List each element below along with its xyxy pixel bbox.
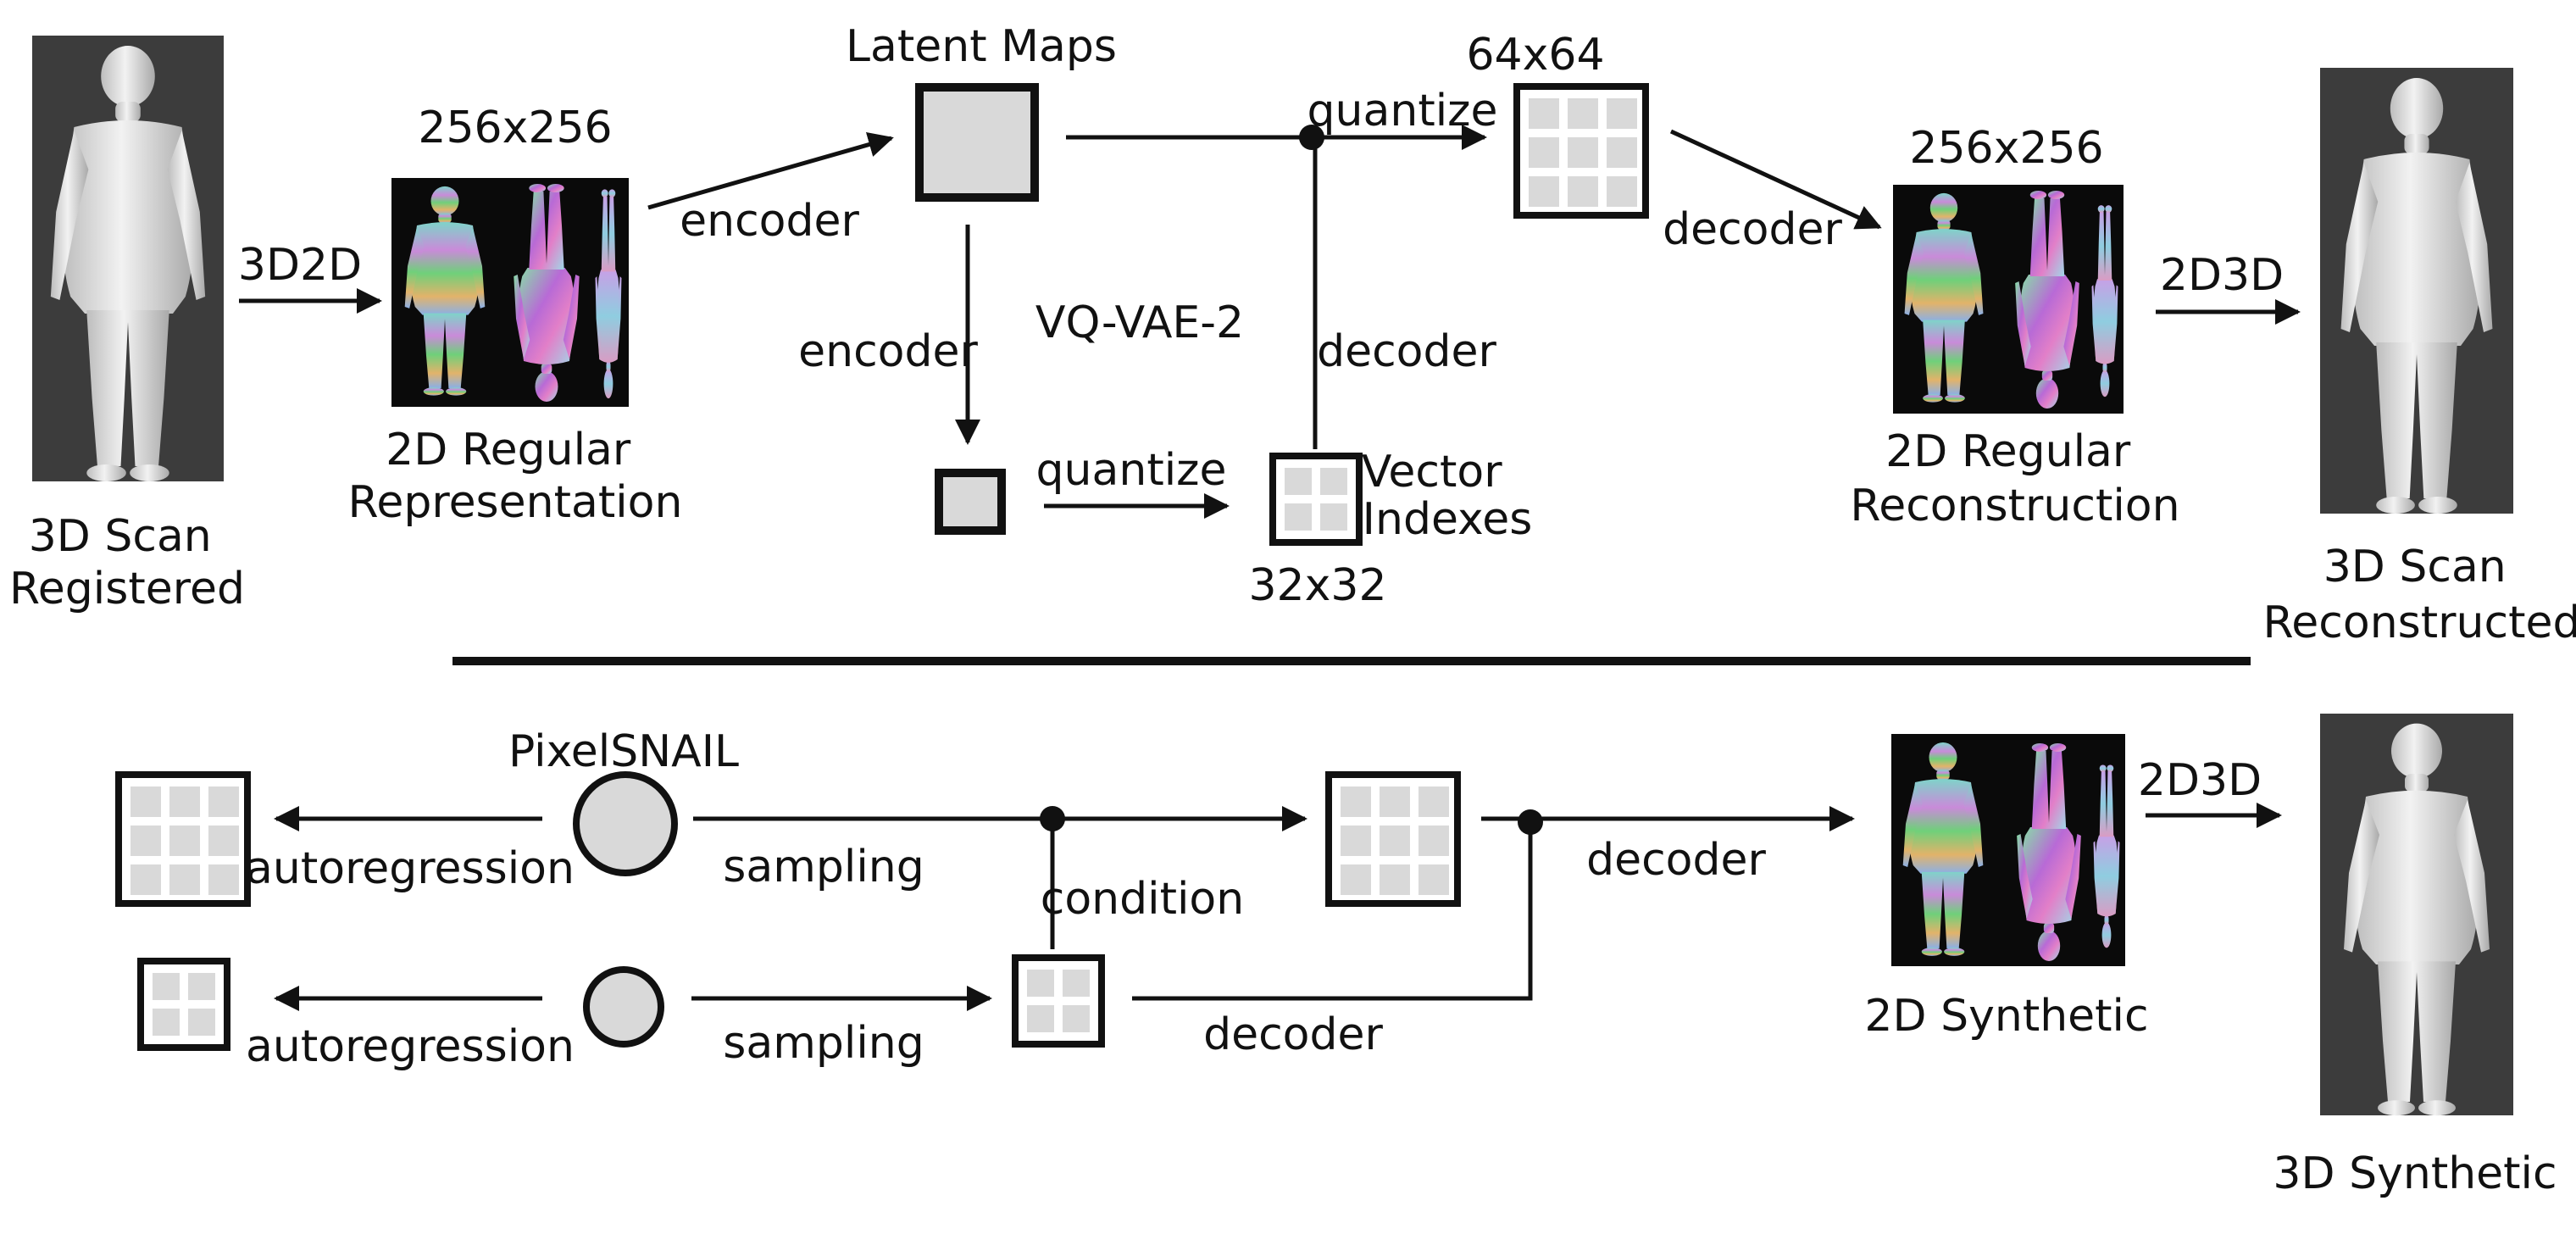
regular-representation-label: 2D Regular Representation bbox=[348, 425, 683, 528]
sampled-grid-large bbox=[1325, 771, 1461, 907]
sampled-grid-small bbox=[1012, 954, 1105, 1048]
regular-representation-line2: Representation bbox=[348, 477, 683, 528]
quantize-top-junction bbox=[1299, 125, 1324, 150]
step-2d3d-top-label: 2D3D bbox=[2160, 250, 2284, 301]
condition-label: condition bbox=[1041, 874, 1244, 925]
vector-indexes-line2: Indexes bbox=[1363, 494, 1533, 545]
generated-grid-large bbox=[115, 771, 251, 907]
regular-reconstruction-label: 2D Regular Reconstruction bbox=[1850, 426, 2179, 531]
step-2d3d-bottom-label: 2D3D bbox=[2138, 755, 2262, 806]
pixelsnail-top-prior bbox=[573, 771, 678, 876]
autoregression-top-label: autoregression bbox=[246, 843, 575, 894]
decoder-mid-label: decoder bbox=[1586, 835, 1766, 886]
scan-registered-line2: Registered bbox=[9, 564, 245, 614]
latent-map-top-box bbox=[915, 83, 1039, 202]
latent-maps-label: Latent Maps bbox=[846, 21, 1117, 72]
vector-index-grid-large bbox=[1513, 83, 1649, 219]
quantize-top-label: quantize bbox=[1307, 86, 1498, 136]
decoder-right-label: decoder bbox=[1663, 204, 1842, 255]
scan-reconstructed-line2: Reconstructed bbox=[2263, 598, 2576, 648]
encoder-down-label: encoder bbox=[798, 326, 978, 377]
scan-reconstructed-label: 3D Scan Reconstructed bbox=[2263, 542, 2576, 648]
decoder-bottom-label: decoder bbox=[1203, 1009, 1383, 1060]
step-3d2d-label: 3D2D bbox=[238, 240, 362, 291]
scan-registered-image bbox=[32, 36, 224, 481]
scan-reconstructed-line1: 3D Scan bbox=[2323, 542, 2507, 592]
vector-index-grid-small bbox=[1269, 453, 1363, 546]
arrow-decoder-right bbox=[1669, 129, 1882, 230]
arrow-encoder-top bbox=[647, 131, 894, 210]
vqvae-label: VQ-VAE-2 bbox=[1035, 297, 1244, 348]
size-256-right-label: 256x256 bbox=[1909, 123, 2103, 174]
autoregression-bottom-label: autoregression bbox=[246, 1021, 575, 1072]
size-256-left-label: 256x256 bbox=[418, 103, 612, 153]
sampling-top-label: sampling bbox=[723, 842, 924, 892]
decoder-up-label: decoder bbox=[1317, 326, 1496, 377]
scan-reconstructed-image bbox=[2320, 68, 2513, 514]
synthetic-2d-image bbox=[1891, 734, 2125, 966]
pixelsnail-label: PixelSNAIL bbox=[508, 726, 739, 777]
generated-grid-small bbox=[137, 958, 230, 1051]
scan-registered-label: 3D Scan Registered bbox=[9, 511, 245, 614]
vector-indexes-line1: Vector bbox=[1362, 447, 1502, 497]
regular-reconstruction-line2: Reconstruction bbox=[1850, 481, 2179, 531]
synthetic-2d-label: 2D Synthetic bbox=[1864, 991, 2148, 1042]
regular-representation-line1: 2D Regular bbox=[386, 425, 631, 475]
sampling-bottom-label: sampling bbox=[723, 1018, 924, 1069]
pixelsnail-bottom-prior bbox=[583, 966, 664, 1048]
size-32-label: 32x32 bbox=[1248, 560, 1386, 611]
vector-indexes-label: Vector Indexes bbox=[1362, 447, 1532, 545]
synthetic-3d-image bbox=[2320, 714, 2513, 1116]
regular-representation-image bbox=[391, 178, 629, 407]
latent-map-bottom-box bbox=[935, 469, 1006, 535]
line-decoder-bottom bbox=[1132, 822, 1533, 1001]
quantize-bottom-label: quantize bbox=[1036, 445, 1227, 496]
size-64-label: 64x64 bbox=[1466, 30, 1604, 81]
encoder-top-label: encoder bbox=[680, 196, 859, 247]
regular-reconstruction-line1: 2D Regular bbox=[1885, 426, 2131, 477]
scan-registered-line1: 3D Scan bbox=[29, 511, 212, 562]
synthetic-3d-label: 3D Synthetic bbox=[2273, 1148, 2557, 1199]
regular-reconstruction-image bbox=[1893, 185, 2124, 414]
